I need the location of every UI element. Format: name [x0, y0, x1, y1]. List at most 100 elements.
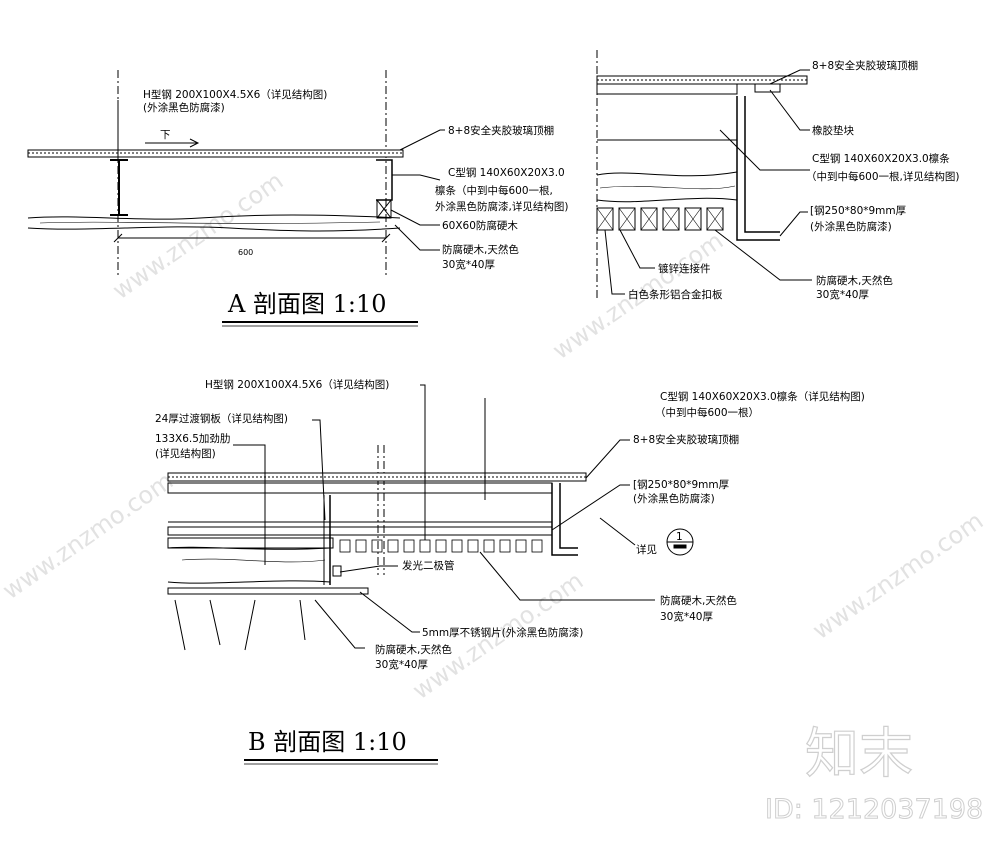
leader-line: [585, 439, 630, 479]
leader-line: [314, 599, 365, 649]
channel-steel-inner: [559, 483, 578, 549]
leader-line: [599, 517, 636, 546]
hardwood-strip-row: [339, 539, 543, 553]
strip-box: [419, 539, 431, 553]
strip-box: [662, 207, 680, 231]
leader-line: [390, 209, 440, 226]
label-c-steel-coat: 外涂黑色防腐漆,详见结构图): [435, 200, 568, 213]
timber-bottom: [596, 197, 738, 203]
label-channel: [钢250*80*9mm厚: [810, 204, 907, 217]
strip-box: [483, 539, 495, 553]
leader-line: [769, 89, 810, 131]
label-c-steel: C型钢 140X60X20X3.0: [448, 166, 565, 179]
timber-grain: [599, 185, 736, 190]
label-hardwood: 防腐硬木,天然色: [816, 274, 893, 287]
label-h-steel: H型钢 200X100X4.5X6（详见结构图): [143, 88, 327, 101]
leader-line: [392, 174, 441, 181]
dimension-tick: [113, 233, 123, 243]
strip-box: [531, 539, 543, 553]
strip-box: [371, 539, 383, 553]
leader-line: [479, 551, 655, 601]
c-steel-flange: [596, 83, 738, 95]
label-hardwood: 防腐硬木,天然色: [660, 594, 737, 607]
label-h-steel-coat: (外涂黑色防腐漆): [143, 101, 225, 114]
leader-line: [619, 229, 655, 269]
c-steel-bottom: [167, 526, 553, 536]
strip-cross: [596, 207, 724, 231]
leader-line: [359, 591, 420, 633]
label-stiffener-ref: (详见结构图): [155, 447, 216, 460]
label-c-steel-spacing: （中到中每600一根）: [655, 406, 759, 419]
timber-grain: [181, 558, 326, 563]
label-hardwood: 防腐硬木,天然色: [442, 243, 519, 256]
strip-box: [451, 539, 463, 553]
label-hardwood-60: 60X60防腐硬木: [442, 219, 518, 232]
leader-line: [399, 129, 445, 151]
strip-box: [355, 539, 367, 553]
label-glass-roof: 8+8安全夹胶玻璃顶棚: [633, 433, 739, 446]
label-channel-coat: (外涂黑色防腐漆): [810, 220, 892, 233]
section-a-title: A 剖面图 1:10: [227, 290, 386, 318]
timber-top: [167, 546, 331, 550]
label-detail-number: 1: [676, 531, 683, 543]
label-hardwood-size: 30宽*40厚: [816, 288, 869, 301]
label-hardwood-low-size: 30宽*40厚: [375, 658, 428, 671]
strip-box: [515, 539, 527, 553]
leader-line: [604, 229, 625, 295]
hardwood-bar: [167, 537, 334, 549]
leader-line: [339, 565, 398, 573]
strip-box: [435, 539, 447, 553]
label-channel: [钢250*80*9mm厚: [633, 478, 730, 491]
channel-steel-inner: [744, 96, 780, 233]
c-steel: [376, 159, 393, 201]
strip-box: [499, 539, 511, 553]
timber-grain: [39, 221, 381, 224]
channel-steel: [551, 483, 578, 556]
dimension-tick: [381, 233, 391, 243]
label-transition-plate: 24厚过渡钢板（详见结构图): [155, 412, 288, 425]
label-hardwood-low: 防腐硬木,天然色: [375, 643, 452, 656]
watermark-text: www.znzmo.com: [807, 507, 988, 645]
label-galv-connector: 镀锌连接件: [658, 262, 711, 275]
led-tube: [332, 565, 342, 577]
timber-legs: [174, 599, 306, 651]
label-h-steel: H型钢 200X100X4.5X6（详见结构图): [205, 378, 389, 391]
timber-top: [27, 214, 401, 220]
timber-bottom: [27, 226, 401, 232]
label-stiffener: 133X6.5加劲肋: [155, 432, 230, 445]
stainless-plate: [167, 587, 369, 595]
detail-symbol-bar: [673, 544, 687, 549]
watermark-logo: 知末: [805, 722, 913, 785]
leader-line: [769, 69, 810, 85]
leader-line: [779, 211, 808, 237]
detail-a-labels: 8+8安全夹胶玻璃顶棚 橡胶垫块 C型钢 140X60X20X3.0檩条 （中到…: [628, 59, 959, 301]
rubber-pad: [754, 83, 781, 93]
c-steel-top: [167, 482, 553, 494]
leader-line: [714, 229, 812, 281]
label-c-steel-purlin: 檩条（中到中每600一根,: [435, 184, 553, 197]
label-glass-roof: 8+8安全夹胶玻璃顶棚: [812, 59, 918, 72]
label-dimension: 600: [238, 248, 253, 257]
label-stainless: 5mm厚不锈钢片(外涂黑色防腐漆): [422, 626, 583, 639]
section-a-labels: H型钢 200X100X4.5X6（详见结构图) (外涂黑色防腐漆) 下 8+8…: [143, 88, 568, 327]
strip-box: [339, 539, 351, 553]
watermark-text: www.znzmo.com: [0, 467, 178, 605]
label-hardwood-size: 30宽*40厚: [442, 258, 495, 271]
label-c-steel: C型钢 140X60X20X3.0檩条（详见结构图): [660, 390, 865, 403]
strip-box: [467, 539, 479, 553]
label-c-steel-spacing: （中到中每600一根,详见结构图): [806, 170, 959, 183]
watermark-id: ID: 1212037198: [765, 794, 983, 825]
label-channel-coat: (外涂黑色防腐漆): [633, 492, 715, 505]
timber-bottom: [167, 580, 331, 584]
leader-line: [233, 444, 266, 565]
label-hardwood-size: 30宽*40厚: [660, 610, 713, 623]
detail-a: [596, 50, 812, 300]
hardwood-60: [376, 199, 392, 219]
label-glass-roof: 8+8安全夹胶玻璃顶棚: [448, 124, 554, 137]
label-see-detail: 详见: [636, 543, 657, 556]
label-aluminium-strip: 白色条形铝合金扣板: [628, 288, 723, 301]
strip-box: [618, 207, 636, 231]
label-led: 发光二极管: [402, 559, 455, 572]
section-b: [167, 384, 694, 651]
